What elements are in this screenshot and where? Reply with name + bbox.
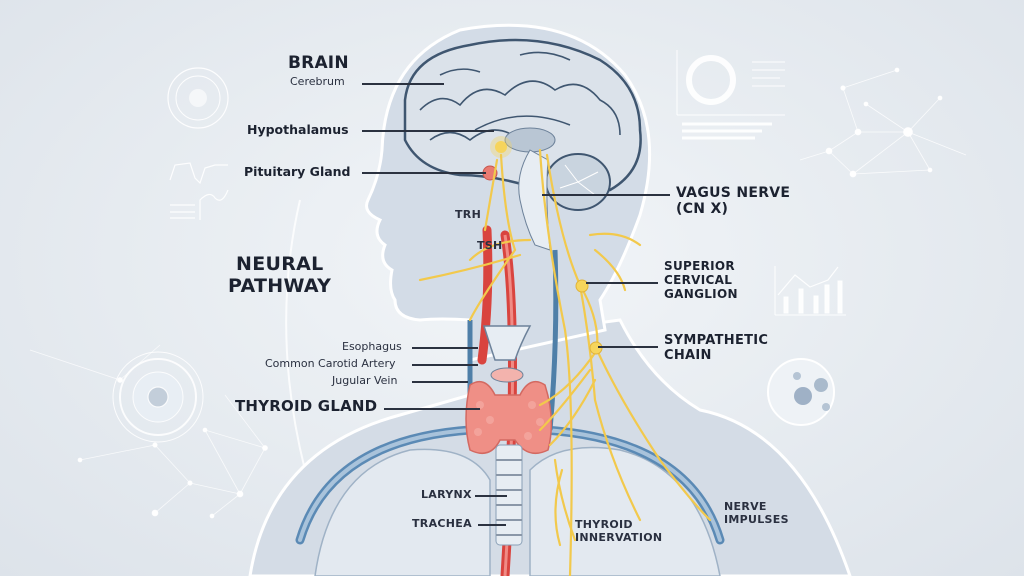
- leader-larynx: [475, 495, 507, 497]
- label-vagus-nerve: VAGUS NERVE (CN X): [676, 185, 790, 217]
- leader-sympathetic: [598, 346, 658, 348]
- sympathetic-line2: CHAIN: [664, 347, 712, 363]
- label-tsh: TSH: [477, 239, 503, 252]
- leader-carotid: [412, 364, 478, 366]
- label-brain: BRAIN: [288, 53, 349, 73]
- superior-cervical-ganglion: [575, 279, 589, 293]
- bacteria-dish-icon: [767, 358, 835, 426]
- leader-pituitary: [362, 172, 486, 174]
- label-nerve-impulses: NERVE IMPULSES: [724, 500, 789, 526]
- leader-scg: [586, 282, 658, 284]
- label-thyroid-gland: THYROID GLAND: [235, 397, 378, 415]
- radar-ring-icon: [167, 67, 229, 129]
- label-trh: TRH: [455, 208, 482, 221]
- scg-line1: SUPERIOR: [664, 259, 735, 273]
- thyroid-cartilage: [482, 325, 532, 361]
- thyroid-innervation-line2: INNERVATION: [575, 531, 663, 545]
- leader-vagus: [542, 194, 670, 196]
- label-neural-pathway: NEURAL PATHWAY: [228, 253, 332, 298]
- label-superior-cervical-ganglion: SUPERIOR CERVICAL GANGLION: [664, 259, 738, 301]
- scg-line3: GANGLION: [664, 286, 738, 301]
- label-common-carotid-artery: Common Carotid Artery: [265, 357, 396, 370]
- label-larynx: LARYNX: [421, 488, 472, 501]
- nerves: [418, 148, 712, 576]
- label-sympathetic-chain: SYMPATHETIC CHAIN: [664, 333, 769, 364]
- label-trachea: TRACHEA: [412, 517, 472, 530]
- label-jugular-vein: Jugular Vein: [332, 374, 398, 387]
- label-cerebrum: Cerebrum: [290, 75, 345, 88]
- left-lung: [314, 448, 491, 576]
- leader-cerebrum: [362, 83, 444, 85]
- bar-line-chart-icon: [774, 266, 846, 316]
- hypothalamus: [495, 141, 507, 153]
- label-hypothalamus: Hypothalamus: [247, 122, 349, 137]
- right-lung: [529, 446, 721, 576]
- nerve-impulses-line1: NERVE: [724, 500, 767, 513]
- leader-thyroid: [384, 408, 480, 410]
- sympathetic-chain-ganglion: [589, 341, 603, 355]
- donut-chart-icon: [676, 50, 785, 140]
- nerve-impulses-line2: IMPULSES: [724, 513, 789, 527]
- vagus-line2: (CN X): [676, 201, 729, 218]
- vagus-line1: VAGUS NERVE: [676, 185, 791, 201]
- leader-esophagus: [412, 347, 478, 349]
- neural-pathway-line2: PATHWAY: [228, 274, 332, 297]
- label-esophagus: Esophagus: [342, 340, 402, 353]
- network-nodes: [29, 344, 268, 519]
- label-pituitary-gland: Pituitary Gland: [244, 164, 351, 179]
- neural-pathway-line1: NEURAL: [236, 253, 324, 275]
- leader-hypothalamus: [362, 130, 494, 132]
- sympathetic-line1: SYMPATHETIC: [664, 333, 769, 348]
- waveform-chart-icon: [169, 162, 229, 220]
- label-thyroid-innervation: THYROID INNERVATION: [575, 518, 662, 544]
- cell-ring-icon: [112, 351, 204, 443]
- scg-line2: CERVICAL: [664, 272, 733, 287]
- leader-jugular: [412, 381, 468, 383]
- thyroid-innervation-line1: THYROID: [575, 518, 633, 531]
- leader-trachea: [478, 524, 506, 526]
